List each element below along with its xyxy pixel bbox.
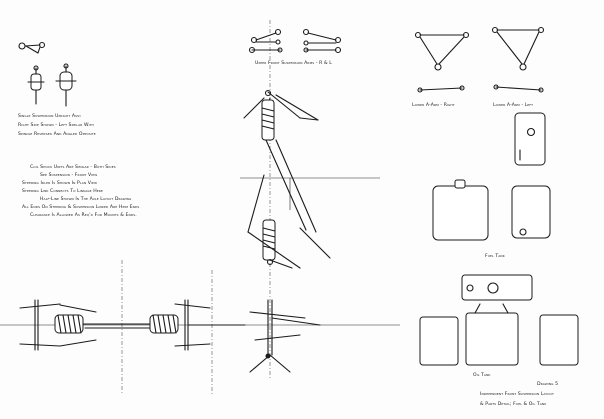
coil-note-line-1: Coil Shock Units Are Similar - Both Side… bbox=[30, 164, 116, 170]
title-block-title: Independent Front Suspension Layout bbox=[480, 391, 554, 397]
lower-a-arm-left bbox=[491, 26, 545, 93]
coil-note-line-7: Clearance Is Allowed As Req'd For Mounts… bbox=[30, 212, 137, 218]
front-view-suspension bbox=[240, 20, 380, 380]
coil-note-line-6: All Ends On Steering & Suspension Linked… bbox=[22, 204, 139, 210]
upright-note-line-1: Single Suspension Upright Assy bbox=[18, 113, 81, 119]
coil-note-line-2: See Suspension - Front View bbox=[40, 172, 97, 178]
oil-tank-views bbox=[419, 274, 579, 366]
fuel-tank-views bbox=[432, 112, 551, 241]
upright-note-line-3: Spindle Reversed And Angled Opposite bbox=[18, 131, 96, 137]
fuel-tank-label: Fuel Tank bbox=[485, 253, 506, 259]
lower-a-arm-right-label: Lower A-Arm - Right bbox=[412, 102, 455, 108]
lower-a-arm-left-label: Lower A-Arm - Left bbox=[493, 102, 533, 108]
title-block-subtitle: & Parts Detail; Fuel & Oil Tank bbox=[480, 401, 547, 407]
plan-view-axle bbox=[0, 260, 400, 395]
coil-note-line-4: Steering Link Connects To Linkage Here bbox=[22, 188, 103, 194]
lower-a-arm-right bbox=[414, 31, 470, 93]
title-block-drawing-number: Drawing 5 bbox=[537, 381, 558, 387]
upper-arms-label: Upper Front Suspension Arms - R & L bbox=[255, 60, 332, 66]
upright-note-line-2: Right Side Shown - Left Similar With bbox=[18, 122, 94, 128]
coil-note-line-5: Half-Line Shown In The Axle Layout Drawi… bbox=[40, 196, 132, 202]
suspension-upright-detail bbox=[18, 41, 77, 107]
upper-arms-detail bbox=[248, 28, 342, 54]
coil-note-line-3: Steering Idler Is Shown In Plan View bbox=[22, 180, 97, 186]
oil-tank-label: Oil Tank bbox=[473, 372, 491, 378]
